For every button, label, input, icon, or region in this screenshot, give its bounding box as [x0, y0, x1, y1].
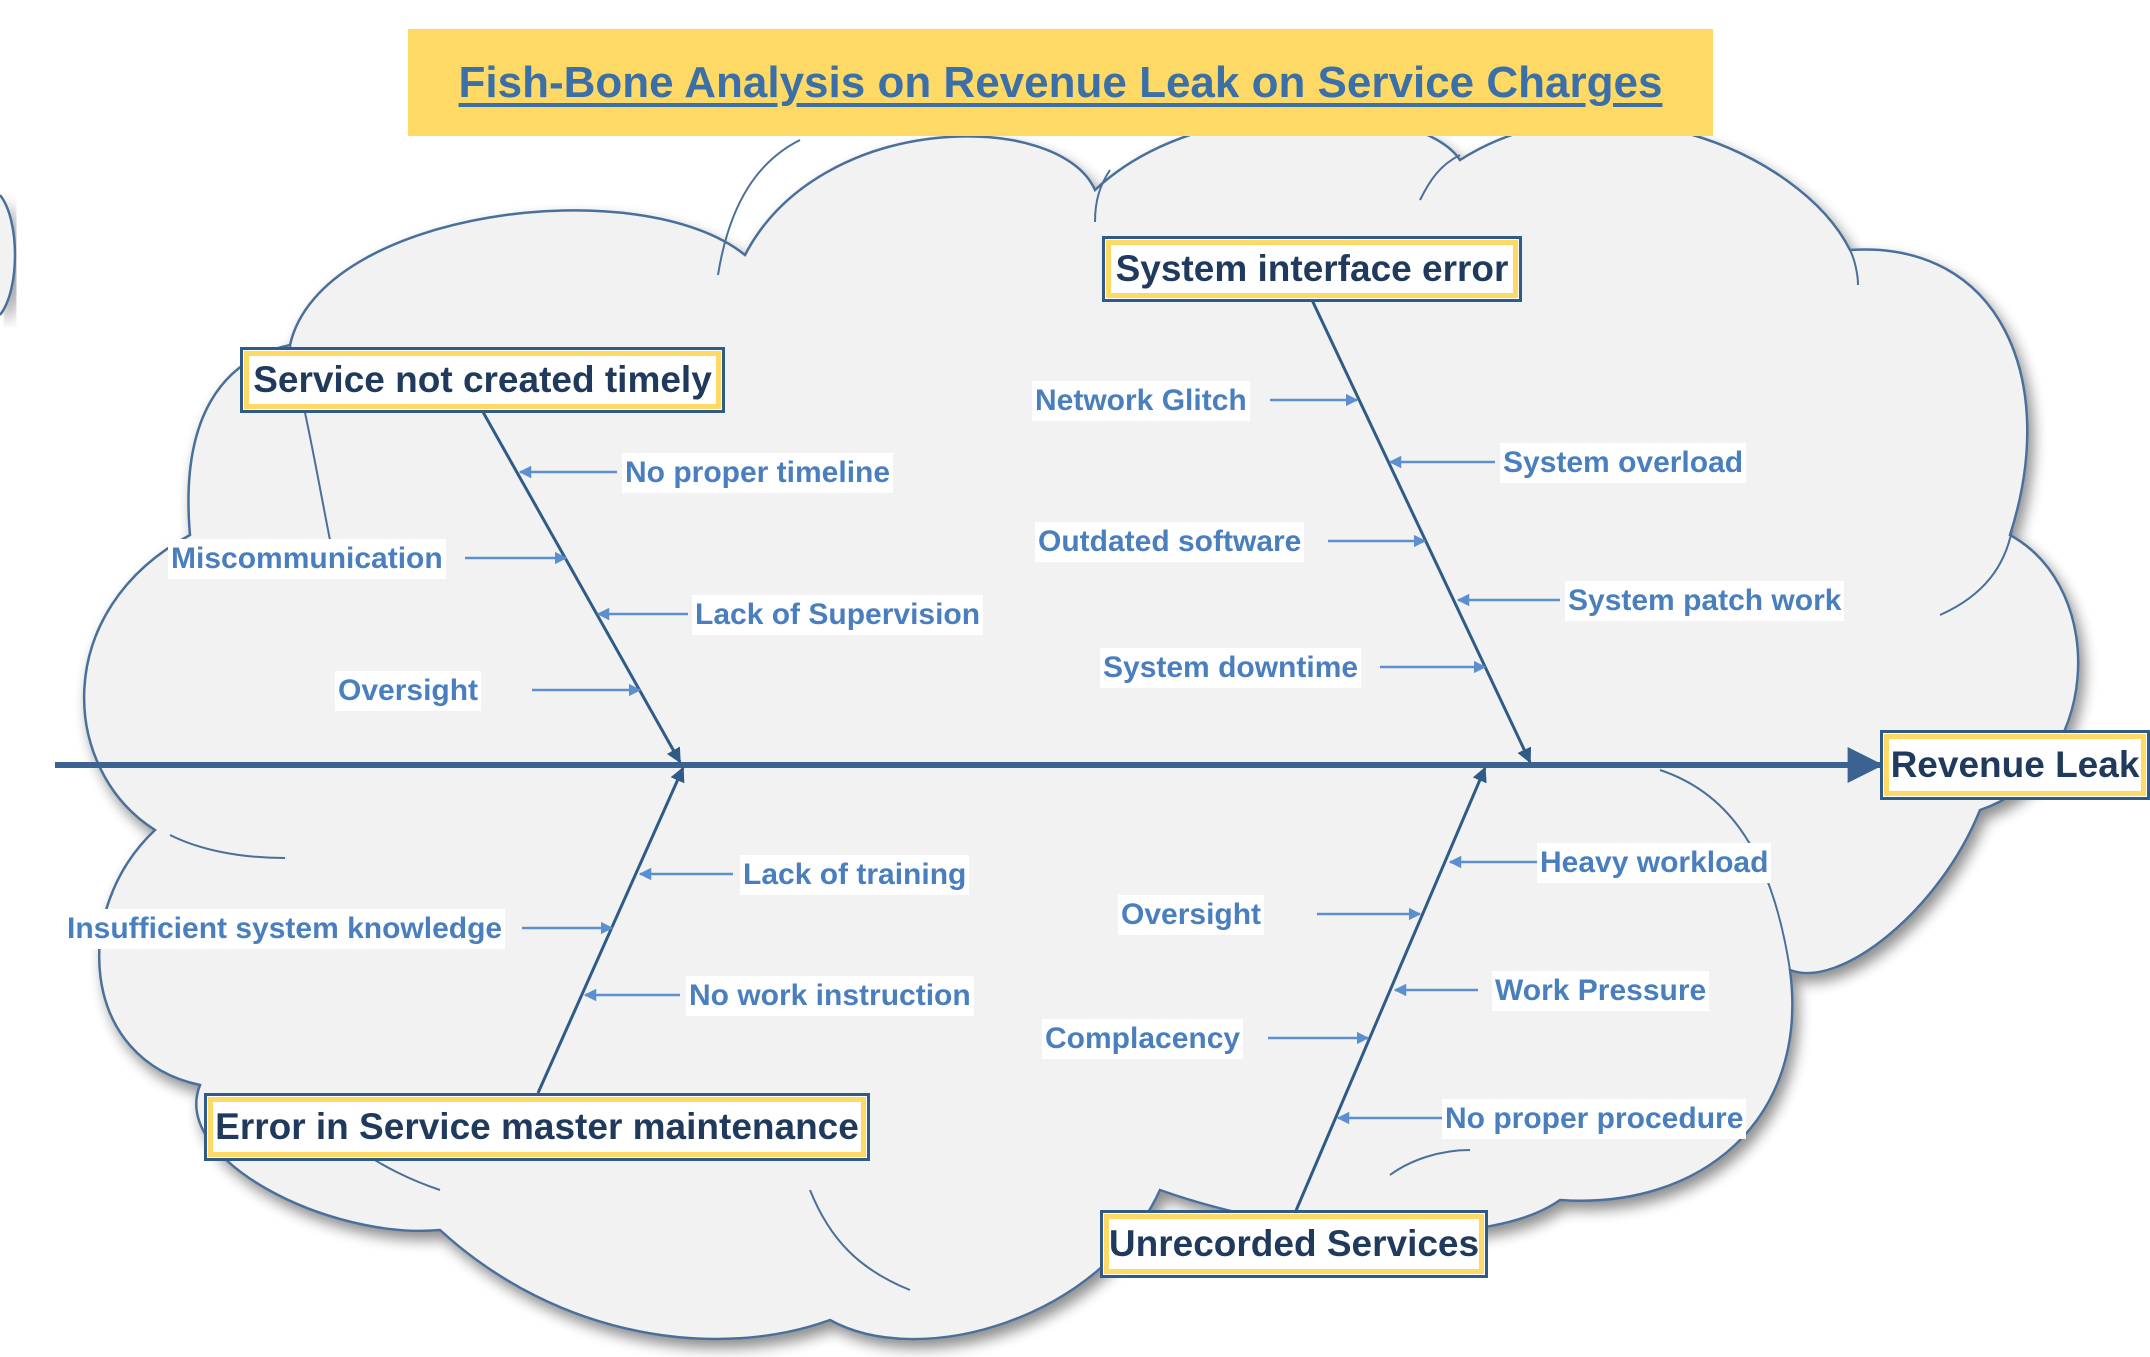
- cause-oversight-2: Oversight: [1118, 895, 1265, 935]
- category-unrecorded-services: Unrecorded Services: [1100, 1210, 1488, 1278]
- bone-system-interface: [1310, 299, 1532, 764]
- effect-revenue-leak: Revenue Leak: [1880, 730, 2150, 800]
- cause-lack-of-training: Lack of training: [740, 855, 970, 895]
- cloud-shape: [82, 113, 2080, 1341]
- bone-unrecorded: [1293, 766, 1487, 1214]
- cause-no-work-instruction: No work instruction: [686, 976, 974, 1016]
- cause-no-proper-procedure: No proper procedure: [1442, 1099, 1747, 1139]
- cause-no-proper-timeline: No proper timeline: [622, 453, 894, 493]
- cause-oversight-1: Oversight: [335, 671, 482, 711]
- cause-insufficient-system-knowledge: Insufficient system knowledge: [64, 909, 506, 949]
- cause-network-glitch: Network Glitch: [1032, 381, 1250, 421]
- edge-circle: [0, 194, 17, 316]
- cause-heavy-workload: Heavy workload: [1537, 843, 1772, 883]
- cause-complacency: Complacency: [1042, 1019, 1244, 1059]
- category-service-not-created: Service not created timely: [240, 347, 725, 413]
- cause-lack-of-supervision: Lack of Supervision: [692, 595, 984, 635]
- cause-system-patch-work: System patch work: [1565, 581, 1845, 621]
- cause-system-overload: System overload: [1500, 443, 1747, 483]
- title-banner: Fish-Bone Analysis on Revenue Leak on Se…: [408, 29, 1713, 136]
- cause-system-downtime: System downtime: [1100, 648, 1362, 688]
- category-service-master-maintenance: Error in Service master maintenance: [204, 1093, 870, 1161]
- bone-service-not-created: [481, 411, 682, 764]
- cause-outdated-software: Outdated software: [1035, 522, 1305, 562]
- category-system-interface-error: System interface error: [1102, 236, 1522, 302]
- diagram-title: Fish-Bone Analysis on Revenue Leak on Se…: [458, 57, 1663, 107]
- cause-miscommunication: Miscommunication: [168, 539, 446, 579]
- cause-work-pressure: Work Pressure: [1492, 971, 1710, 1011]
